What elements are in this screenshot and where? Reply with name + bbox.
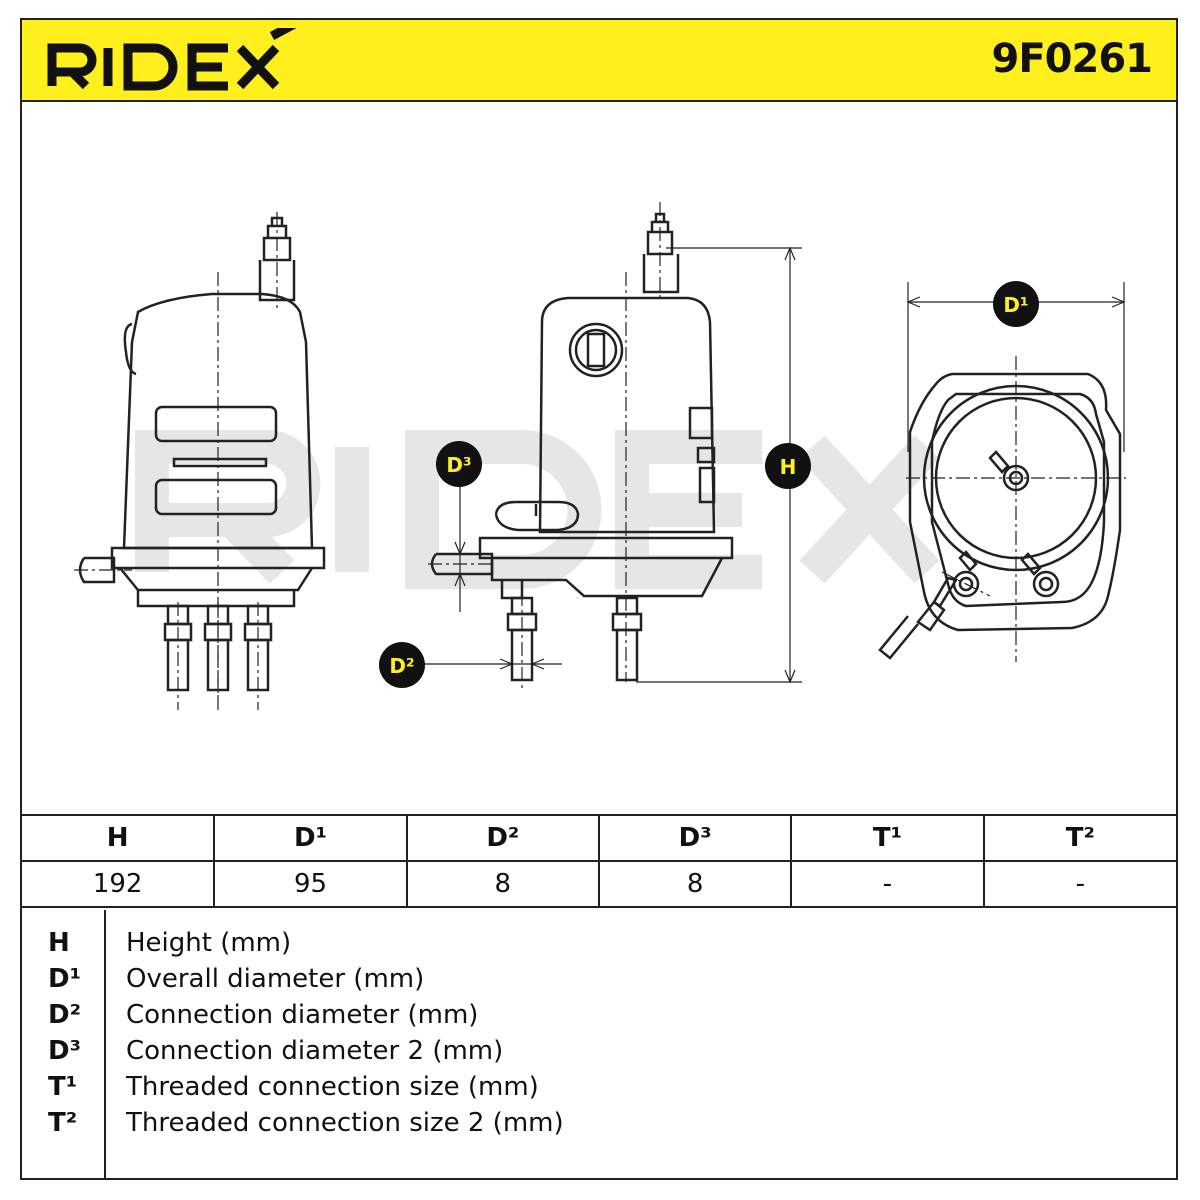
callout-d3: D³ <box>436 441 482 487</box>
filter-front-view <box>74 212 326 710</box>
table-cell: 95 <box>213 860 408 908</box>
table-header-cell: D² <box>405 814 600 862</box>
svg-text:D³: D³ <box>446 453 471 477</box>
legend-description: Threaded connection size (mm) <box>126 1072 539 1102</box>
table-cell: - <box>982 860 1176 908</box>
legend-symbol: T² <box>48 1108 78 1138</box>
table-header-cell: D¹ <box>213 814 408 862</box>
ridex-logo <box>47 28 297 91</box>
table-cell: 8 <box>405 860 600 908</box>
callout-h: H <box>765 443 811 489</box>
legend-description: Height (mm) <box>126 928 292 958</box>
legend-divider <box>104 910 106 1178</box>
legend-description: Threaded connection size 2 (mm) <box>126 1108 564 1138</box>
header-bar: 9F0261 <box>22 20 1176 102</box>
legend-item: T¹ Threaded connection size (mm) <box>22 1072 1176 1108</box>
callout-d1: D¹ <box>993 281 1039 327</box>
technical-drawing: D³ H D² D¹ <box>22 102 1176 814</box>
part-number: 9F0261 <box>991 36 1153 82</box>
table-cell: 8 <box>597 860 793 908</box>
legend-symbol: D³ <box>48 1036 81 1066</box>
legend-symbol: H <box>48 928 70 958</box>
legend-item: T² Threaded connection size 2 (mm) <box>22 1108 1176 1144</box>
dimensions-table: H D¹ D² D³ T¹ T² 192 95 8 8 - - <box>22 814 1176 908</box>
legend-description: Overall diameter (mm) <box>126 964 425 994</box>
legend-item: D² Connection diameter (mm) <box>22 1000 1176 1036</box>
table-header-cell: D³ <box>597 814 793 862</box>
svg-text:D¹: D¹ <box>1003 293 1028 317</box>
legend-description: Connection diameter (mm) <box>126 1000 479 1030</box>
table-header-cell: H <box>22 814 216 862</box>
table-cell: - <box>790 860 985 908</box>
table-header-row: H D¹ D² D³ T¹ T² <box>22 814 1176 862</box>
legend: H Height (mm) D¹ Overall diameter (mm) D… <box>22 910 1176 1178</box>
table-row: 192 95 8 8 - - <box>22 860 1176 908</box>
legend-symbol: D¹ <box>48 964 81 994</box>
svg-text:H: H <box>780 455 797 479</box>
table-header-cell: T² <box>982 814 1176 862</box>
datasheet: 9F0261 <box>20 18 1178 1180</box>
table-cell: 192 <box>22 860 216 908</box>
legend-item: D¹ Overall diameter (mm) <box>22 964 1176 1000</box>
callout-d2: D² <box>379 642 425 688</box>
legend-item: H Height (mm) <box>22 928 1176 964</box>
svg-text:D²: D² <box>389 654 414 678</box>
legend-description: Connection diameter 2 (mm) <box>126 1036 504 1066</box>
legend-symbol: T¹ <box>48 1072 78 1102</box>
legend-item: D³ Connection diameter 2 (mm) <box>22 1036 1176 1072</box>
table-header-cell: T¹ <box>790 814 985 862</box>
legend-symbol: D² <box>48 1000 81 1030</box>
